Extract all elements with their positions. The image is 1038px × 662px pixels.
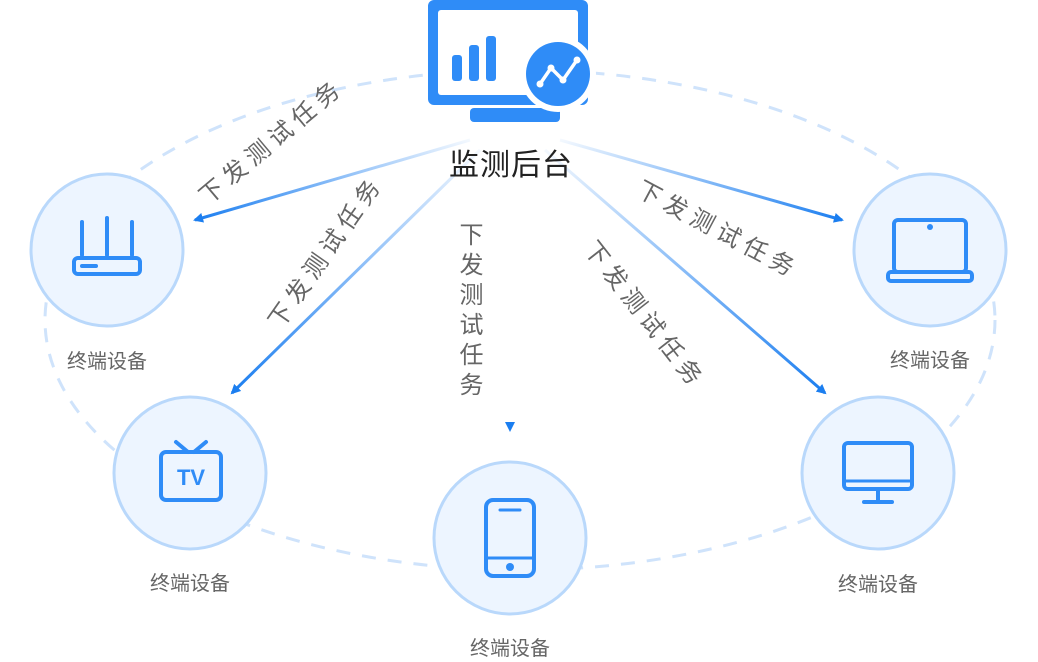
tv-icon: TV — [159, 440, 223, 502]
center-label: 监测后台 — [449, 148, 573, 183]
device-label-tv: 终端设备 — [150, 571, 230, 595]
svg-text:TV: TV — [177, 465, 205, 490]
device-label-monitor: 终端设备 — [838, 572, 918, 596]
device-label-phone: 终端设备 — [470, 636, 550, 660]
device-node-monitor — [800, 395, 956, 551]
arrow-label-phone: 下发测试任务 — [455, 222, 483, 402]
monitor-dashboard-icon — [428, 0, 596, 122]
device-node-router — [29, 172, 185, 328]
device-node-phone — [432, 460, 588, 616]
device-label-router: 终端设备 — [67, 349, 147, 373]
arrow-to-router — [193, 138, 471, 223]
router-icon — [72, 216, 142, 276]
desktop-monitor-icon — [842, 441, 914, 504]
arrow-to-monitor — [544, 148, 827, 395]
device-label-laptop: 终端设备 — [890, 348, 970, 372]
laptop-icon — [886, 218, 974, 283]
device-node-tv: TV — [112, 395, 268, 551]
device-node-laptop — [852, 172, 1008, 328]
arrow-to-laptop — [559, 138, 844, 223]
arrow-to-tv — [230, 148, 482, 395]
smartphone-icon — [484, 498, 536, 578]
